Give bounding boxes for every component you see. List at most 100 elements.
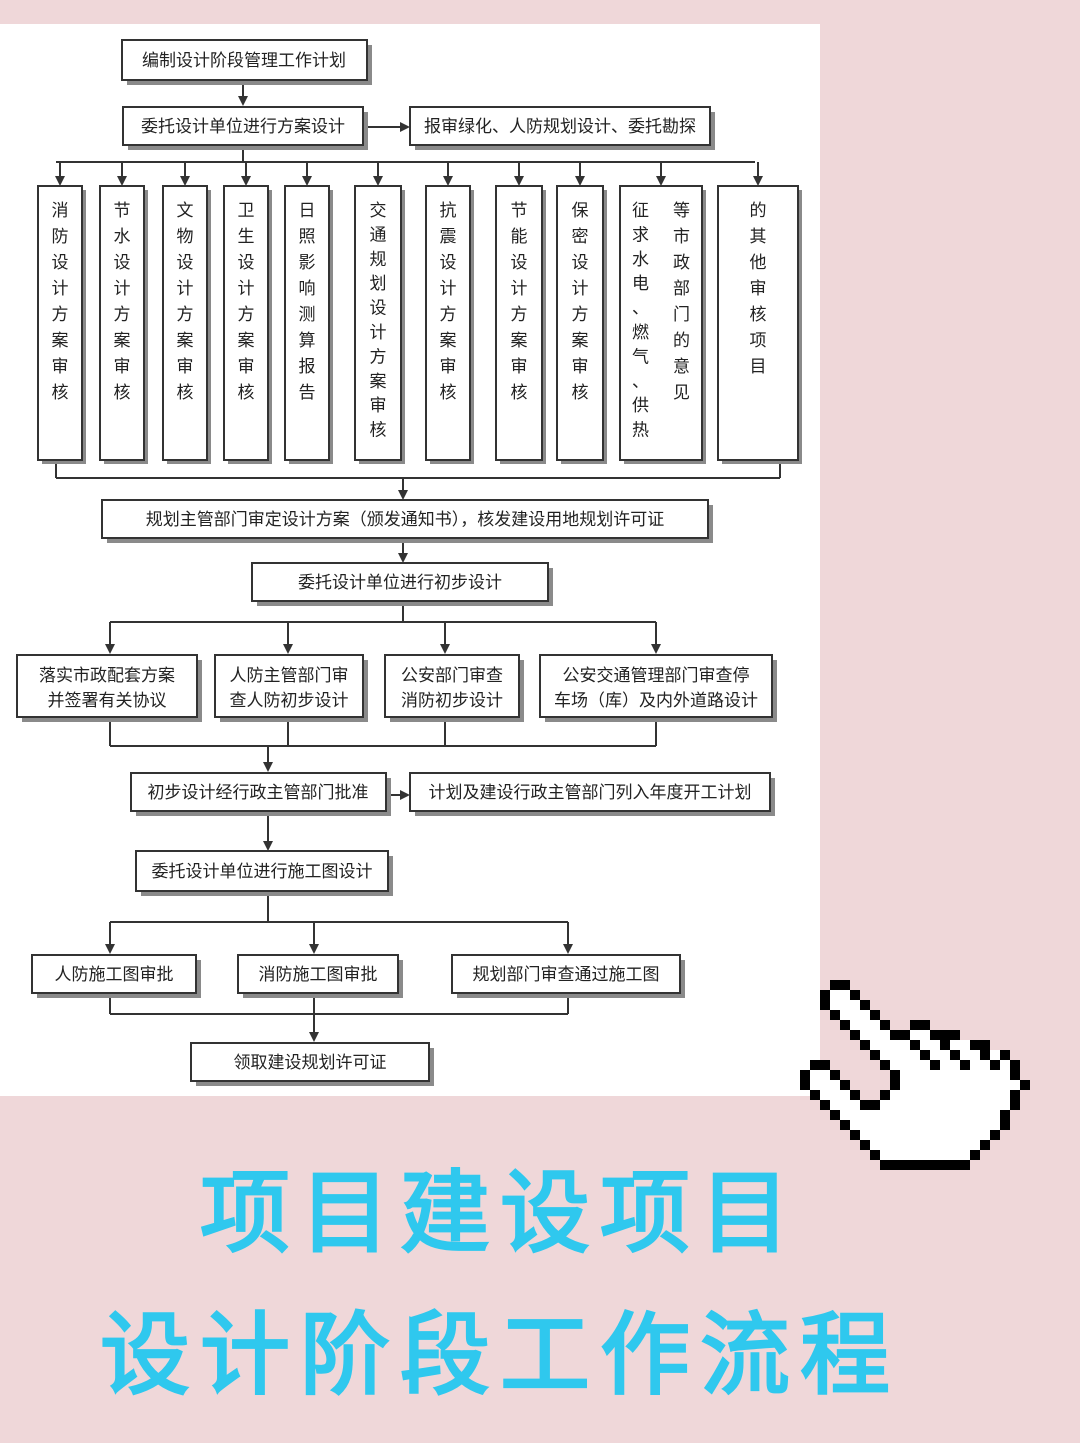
prelim-municipal-box: 落实市政配套方案 并签署有关协议 bbox=[16, 654, 202, 722]
review-label-char: 日 bbox=[299, 201, 316, 221]
review-label-char: 水 bbox=[114, 227, 131, 247]
review-label-char: 气 bbox=[632, 347, 649, 367]
step-approval-label: 初步设计经行政主管部门批准 bbox=[148, 783, 369, 803]
step-permit-box: 领取建设规划许可证 bbox=[190, 1042, 434, 1086]
construction-civil-defense-box: 人防施工图审批 bbox=[31, 954, 201, 998]
connectors bbox=[55, 80, 781, 1042]
review-label-char: 其 bbox=[750, 227, 767, 247]
review-label-char: 设 bbox=[52, 253, 69, 273]
review-label-char: 告 bbox=[299, 383, 316, 403]
review-label-char: 部 bbox=[673, 279, 690, 299]
review-label-char: 燃 bbox=[632, 323, 649, 343]
prelim-traffic-box: 公安交通管理部门审查停 车场（库）及内外道路设计 bbox=[539, 654, 777, 722]
side-annual-plan-label: 计划及建设行政主管部门列入年度开工计划 bbox=[429, 783, 752, 803]
review-label-char: 设 bbox=[114, 253, 131, 273]
review-label-char: 节 bbox=[511, 201, 528, 221]
prelim-civil-defense-line2: 查人防初步设计 bbox=[230, 691, 349, 711]
review-label-char: 等 bbox=[673, 201, 690, 221]
review-label-char: 计 bbox=[238, 279, 255, 299]
review-label-char: 案 bbox=[440, 331, 457, 351]
review-label-char: 市 bbox=[673, 227, 690, 247]
review-label-char: 计 bbox=[370, 323, 387, 343]
step-scheme-design-box: 委托设计单位进行方案设计 bbox=[122, 106, 368, 150]
review-label-char: 审 bbox=[440, 357, 457, 377]
review-label-char: 核 bbox=[750, 305, 767, 325]
review-label-char: 热 bbox=[632, 421, 649, 441]
title-line-2: 设计阶段工作流程 bbox=[100, 1303, 900, 1408]
review-label-char: 电 bbox=[632, 274, 649, 294]
review-label-char: 规 bbox=[370, 250, 387, 270]
review-label-char: 报 bbox=[299, 357, 316, 377]
review-label-char: 文 bbox=[177, 201, 194, 221]
construction-planning-label: 规划部门审查通过施工图 bbox=[473, 965, 660, 985]
review-label-char: 划 bbox=[370, 274, 387, 294]
review-label-char: 方 bbox=[511, 305, 528, 325]
review-label-char: 水 bbox=[632, 250, 649, 270]
review-label-char: 核 bbox=[52, 383, 69, 403]
step-scheme-design-label: 委托设计单位进行方案设计 bbox=[141, 117, 345, 137]
review-label-char: 核 bbox=[114, 383, 131, 403]
prelim-civil-defense-line1: 人防主管部门审 bbox=[230, 666, 349, 686]
title-line-1: 项目建设项目 bbox=[200, 1161, 800, 1266]
review-label-char: 抗 bbox=[440, 201, 457, 221]
prelim-fire-line1: 公安部门审查 bbox=[401, 666, 503, 686]
step-permit-label: 领取建设规划许可证 bbox=[234, 1053, 387, 1073]
prelim-fire-box: 公安部门审查 消防初步设计 bbox=[384, 654, 524, 722]
review-label-char: 、 bbox=[632, 299, 649, 319]
review-label-char: 的 bbox=[673, 331, 690, 351]
review-label-char: 方 bbox=[238, 305, 255, 325]
review-label-char: 算 bbox=[299, 331, 316, 351]
review-label-char: 照 bbox=[299, 227, 316, 247]
review-boxes: 消防设计方案审核节水设计方案审核文物设计方案审核卫生设计方案审核日照影响测算报告… bbox=[37, 185, 802, 464]
review-label-char: 计 bbox=[177, 279, 194, 299]
review-label-char: 消 bbox=[52, 201, 69, 221]
review-label-char: 案 bbox=[177, 331, 194, 351]
review-label-char: 、 bbox=[632, 372, 649, 392]
review-label-char: 审 bbox=[52, 357, 69, 377]
prelim-municipal-line1: 落实市政配套方案 bbox=[39, 666, 175, 686]
prelim-fire-line2: 消防初步设计 bbox=[401, 691, 503, 711]
review-label-char: 案 bbox=[572, 331, 589, 351]
step-approval-box: 初步设计经行政主管部门批准 bbox=[130, 772, 391, 816]
review-label-char: 审 bbox=[238, 357, 255, 377]
review-label-char: 震 bbox=[440, 227, 457, 247]
review-label-char: 求 bbox=[632, 225, 649, 245]
review-label-char: 审 bbox=[177, 357, 194, 377]
review-label-char: 核 bbox=[238, 383, 255, 403]
review-label-char: 物 bbox=[177, 227, 194, 247]
review-label-char: 防 bbox=[52, 227, 69, 247]
review-label-char: 密 bbox=[572, 227, 589, 247]
review-label-char: 供 bbox=[632, 396, 649, 416]
side-greening-box: 报审绿化、人防规划设计、委托勘探 bbox=[409, 106, 715, 150]
prelim-municipal-line2: 并签署有关协议 bbox=[48, 691, 167, 711]
step-plan-box: 编制设计阶段管理工作计划 bbox=[121, 39, 372, 85]
review-label-char: 计 bbox=[114, 279, 131, 299]
review-label-char: 方 bbox=[572, 305, 589, 325]
side-annual-plan-box: 计划及建设行政主管部门列入年度开工计划 bbox=[409, 772, 775, 816]
review-label-char: 能 bbox=[511, 227, 528, 247]
step-construction-drawing-label: 委托设计单位进行施工图设计 bbox=[152, 862, 373, 882]
step-preliminary-design-label: 委托设计单位进行初步设计 bbox=[298, 573, 502, 593]
construction-fire-label: 消防施工图审批 bbox=[259, 965, 378, 985]
review-label-char: 设 bbox=[370, 299, 387, 319]
review-label-char: 案 bbox=[370, 372, 387, 392]
review-label-char: 审 bbox=[572, 357, 589, 377]
review-label-char: 计 bbox=[52, 279, 69, 299]
review-label-char: 方 bbox=[52, 305, 69, 325]
review-label-char: 设 bbox=[440, 253, 457, 273]
review-label-char: 核 bbox=[370, 421, 387, 441]
review-label-char: 项 bbox=[750, 331, 767, 351]
review-label-char: 方 bbox=[440, 305, 457, 325]
review-label-char: 方 bbox=[370, 347, 387, 367]
prelim-civil-defense-box: 人防主管部门审 查人防初步设计 bbox=[214, 654, 368, 722]
review-label-char: 设 bbox=[177, 253, 194, 273]
